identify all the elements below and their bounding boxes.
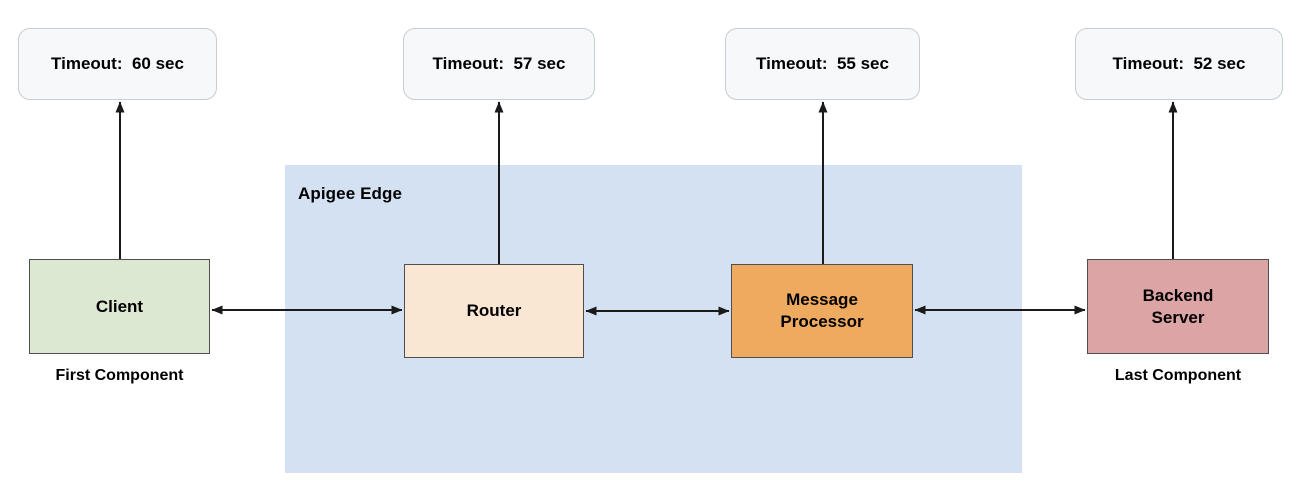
- node-message-processor: Message Processor: [731, 264, 913, 358]
- node-router: Router: [404, 264, 584, 358]
- node-message-processor-label: Message Processor: [780, 290, 864, 331]
- node-router-label: Router: [466, 301, 522, 321]
- router-timeout-label: Timeout: 57 sec: [432, 54, 566, 73]
- message-processor-timeout-label: Timeout: 55 sec: [756, 54, 889, 73]
- node-client: Client: [29, 259, 210, 354]
- node-backend-server-label: Backend Server: [1142, 285, 1214, 327]
- apigee-edge-label: Apigee Edge: [298, 184, 403, 203]
- router-timeout-box: Timeout: 57 sec: [403, 28, 595, 100]
- backend-server-timeout-box: Timeout: 52 sec: [1075, 28, 1283, 100]
- client-timeout-box: Timeout: 60 sec: [18, 28, 217, 100]
- client-timeout-label: Timeout: 60 sec: [51, 54, 184, 73]
- node-client-label: Client: [95, 296, 144, 316]
- caption-first-component: First Component: [55, 367, 184, 384]
- caption-last-component: Last Component: [1114, 367, 1242, 384]
- node-backend-server: Backend Server: [1087, 259, 1269, 354]
- backend-server-timeout-label: Timeout: 52 sec: [1112, 54, 1246, 73]
- message-processor-timeout-box: Timeout: 55 sec: [725, 28, 920, 100]
